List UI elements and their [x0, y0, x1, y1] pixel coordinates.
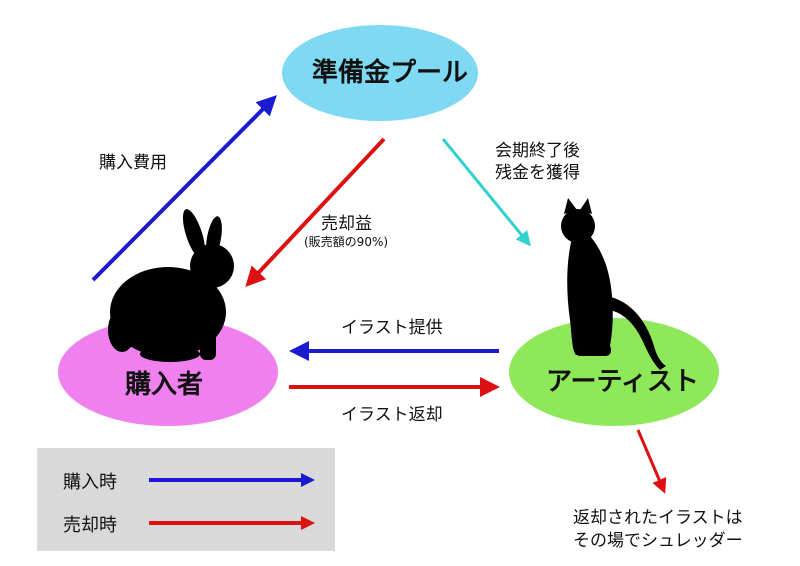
artist-label: アーティスト — [546, 367, 699, 397]
cat-silhouette-icon — [561, 198, 666, 370]
legend-line-purchase — [149, 473, 315, 487]
remaining-funds-label-line1: 会期終了後 — [495, 141, 580, 161]
shredder-arrow — [636, 429, 667, 494]
rabbit-silhouette-icon — [108, 209, 234, 362]
sale-profit-arrow — [245, 137, 386, 287]
artist-node — [509, 318, 719, 426]
shredder-label-line2: その場でシュレッダー — [573, 531, 743, 551]
legend-line-sale — [149, 516, 315, 530]
legend: 購入時 売却時 — [37, 448, 335, 551]
sale-profit-label: 売却益 — [321, 214, 372, 234]
illustration-return-label: イラスト返却 — [341, 405, 443, 425]
shredder-label-line1: 返却されたイラストは — [573, 508, 743, 528]
purchase-cost-arrow — [91, 95, 277, 282]
illustration-provide-label: イラスト提供 — [341, 318, 443, 338]
sale-profit-note: (販売額の90%) — [304, 235, 389, 249]
legend-label-purchase: 購入時 — [63, 472, 117, 493]
purchase-cost-label: 購入費用 — [99, 153, 167, 173]
remaining-funds-arrow — [441, 138, 531, 247]
reserve-pool-label: 準備金プール — [312, 58, 469, 88]
legend-label-sale: 売却時 — [63, 515, 117, 536]
buyer-label: 購入者 — [125, 370, 204, 400]
remaining-funds-label-line2: 残金を獲得 — [495, 163, 580, 183]
reserve-pool-node — [282, 25, 478, 121]
